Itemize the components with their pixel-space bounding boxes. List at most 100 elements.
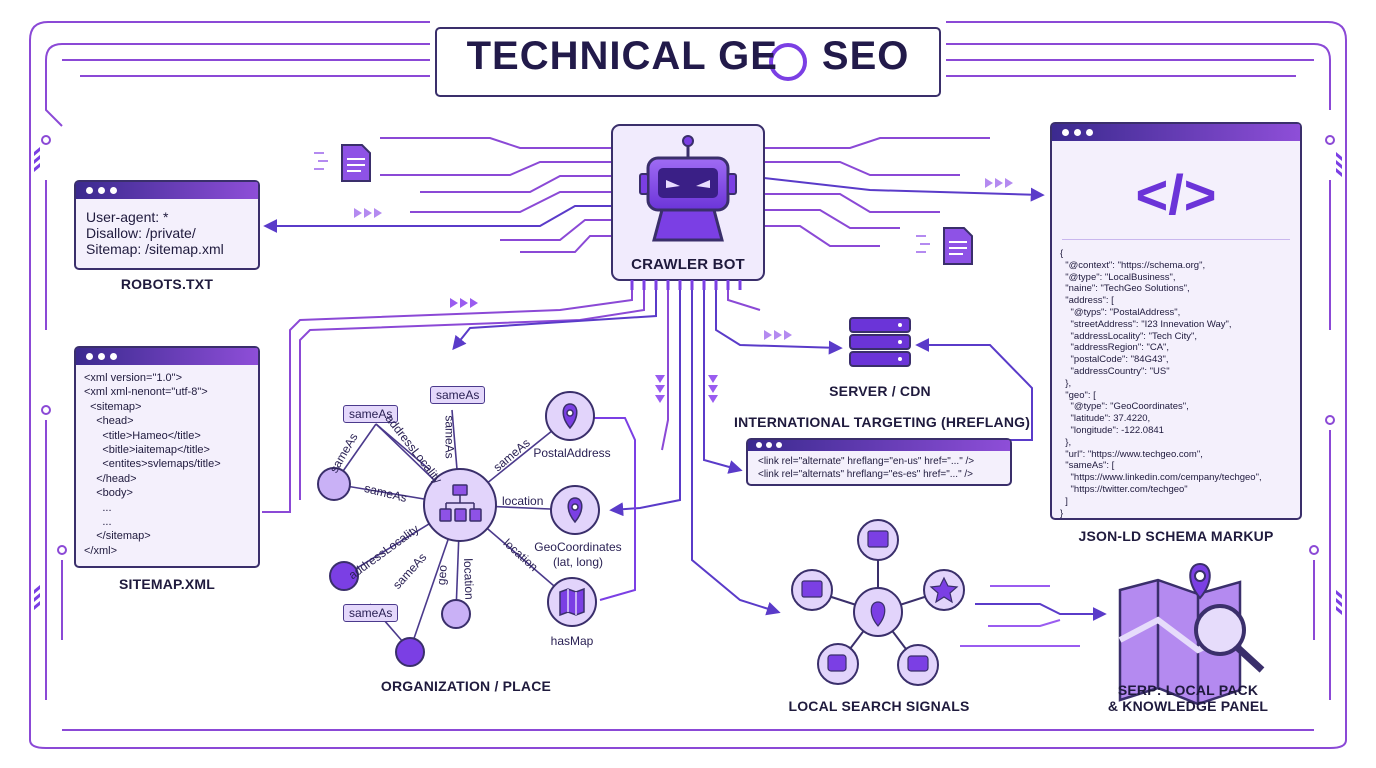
store-icon xyxy=(801,580,823,598)
sitemap-line: <entites>svlemaps/title> xyxy=(84,458,221,471)
schema-line: "streetAddress": "I23 Innevation Way", xyxy=(1060,318,1232,330)
schema-line: }, xyxy=(1060,436,1072,448)
map-icon xyxy=(559,587,585,617)
graph-node xyxy=(441,599,471,629)
graph-node xyxy=(423,468,497,542)
edge-label: sameAs xyxy=(442,415,457,459)
node-label: hasMap xyxy=(550,634,594,648)
sitemap-line: <sitemap> xyxy=(84,400,142,413)
crawler-traces xyxy=(262,137,1045,616)
review-icon xyxy=(827,654,847,672)
local-label: LOCAL SEARCH SIGNALS xyxy=(788,698,970,714)
sitemap-line: <body> xyxy=(84,487,133,500)
sameas-pill: sameAs xyxy=(430,386,486,404)
schema-content: { "@context": "https://schema.org", "@ty… xyxy=(1052,240,1300,519)
window-titlebar xyxy=(76,348,258,365)
robots-window: User-agent: * Disallow: /private/ Sitema… xyxy=(74,180,260,270)
schema-line: "longitude": -122.0841 xyxy=(1060,424,1164,436)
robot-icon xyxy=(639,135,737,242)
title-part-2: SEO xyxy=(821,34,910,78)
edge-label: location xyxy=(460,558,477,600)
serp-label-2: & KNOWLEDGE PANEL xyxy=(1107,698,1269,714)
sameas-pill: sameAs xyxy=(343,405,399,423)
schema-line: }, xyxy=(1060,377,1072,389)
schema-line: "@context": "https://schema.org", xyxy=(1060,259,1206,271)
robots-label: ROBOTS.TXT xyxy=(120,276,214,292)
hreflang-line: <link rel="alternate" hreflang="en-us" h… xyxy=(758,456,975,467)
schema-divider xyxy=(1062,239,1290,240)
hreflang-line: <link rel="alternats" hreflang="es-es" h… xyxy=(758,469,974,480)
node-label: (lat, long) xyxy=(552,555,604,569)
hreflang-window: <link rel="alternate" hreflang="en-us" h… xyxy=(746,438,1012,486)
window-dot xyxy=(98,187,105,194)
window-dot xyxy=(98,353,105,360)
graph-node xyxy=(317,467,351,501)
sameas-pill: sameAs xyxy=(343,604,399,622)
schema-line: "addressCountry": "US" xyxy=(1060,365,1170,377)
window-dot xyxy=(110,353,117,360)
window-titlebar xyxy=(1052,124,1300,141)
sitemap-line: <xml version="1.0"> xyxy=(84,372,182,384)
robots-content: User-agent: * Disallow: /private/ Sitema… xyxy=(76,199,258,257)
schema-window: </> { "@context": "https://schema.org", … xyxy=(1050,122,1302,520)
schema-line: "postalCode": "84G43", xyxy=(1060,354,1169,366)
code-icon: </> xyxy=(1135,163,1217,226)
hreflang-label: INTERNATIONAL TARGETING (HREFLANG) xyxy=(734,414,1031,430)
schema-line: "@typs": "PostalAddress", xyxy=(1060,306,1181,318)
store-icon xyxy=(867,530,889,548)
magnifier-icon xyxy=(1194,604,1265,673)
window-dot xyxy=(86,353,93,360)
sitemap-content: <xml version="1.0"> <xml xml-nenont="utf… xyxy=(76,365,258,558)
sitemap-line: <bitle>iaitemap</title> xyxy=(84,444,210,457)
graph-nodes xyxy=(317,391,600,667)
window-titlebar xyxy=(748,440,1010,451)
window-dot xyxy=(86,187,93,194)
sitemap-line: </xml> xyxy=(84,544,118,557)
server-icon xyxy=(849,317,911,367)
graph-node xyxy=(395,637,425,667)
title-box xyxy=(435,27,941,97)
frame-nodes xyxy=(41,135,1335,555)
sitemap-line: </sitemap> xyxy=(84,530,151,543)
window-dot xyxy=(756,442,762,448)
graph-node xyxy=(329,561,359,591)
schema-line: "url": "https://www.techgeo.com", xyxy=(1060,448,1203,460)
title-part-1: TECHNICAL GE xyxy=(466,34,778,78)
chat-icon xyxy=(907,655,929,672)
schema-line: "@type": "LocalBusiness", xyxy=(1060,271,1176,283)
sitemap-window: <xml version="1.0"> <xml xml-nenont="utf… xyxy=(74,346,260,568)
sitemap-line: </head> xyxy=(84,472,137,485)
crawler-pins xyxy=(630,280,742,290)
sitemap-line: ... xyxy=(84,501,112,514)
flow-chevrons xyxy=(354,178,1013,403)
sitemap-line: <title>Hameo</title> xyxy=(84,429,201,442)
server-loop xyxy=(915,338,1033,441)
schema-line: "naine": "TechGeo Solutions", xyxy=(1060,283,1190,295)
schema-line: "latitude": 37.4220, xyxy=(1060,413,1151,425)
edge-label: location xyxy=(502,494,544,508)
frame-chevrons xyxy=(34,147,1342,615)
map-pin-icon xyxy=(1189,562,1211,600)
organization-icon xyxy=(439,484,482,522)
compass-icon xyxy=(769,43,807,81)
node-label: GeoCoordinates xyxy=(534,540,622,554)
schema-line: "addressLocality": "Tech City", xyxy=(1060,330,1198,342)
window-dot xyxy=(1062,129,1069,136)
schema-line: "sameAs": [ xyxy=(1060,460,1115,472)
window-dot xyxy=(1086,129,1093,136)
node-label: PostalAddress xyxy=(533,446,611,460)
graph-label: ORGANIZATION / PLACE xyxy=(380,678,552,694)
window-dot xyxy=(766,442,772,448)
page-title: TECHNICAL GE SEO xyxy=(448,34,928,79)
robots-line: Disallow: /private/ xyxy=(86,225,196,241)
window-titlebar xyxy=(76,182,258,199)
schema-line: "address": [ xyxy=(1060,295,1114,307)
server-label: SERVER / CDN xyxy=(829,383,931,399)
sitemap-line: <xml xml-nenont="utf-8"> xyxy=(84,386,208,399)
sitemap-line: ... xyxy=(84,516,112,529)
schema-line: "https://twitter.com/techgeo" xyxy=(1060,483,1188,495)
window-dot xyxy=(110,187,117,194)
schema-line: } xyxy=(1060,507,1064,519)
window-dot xyxy=(1074,129,1081,136)
